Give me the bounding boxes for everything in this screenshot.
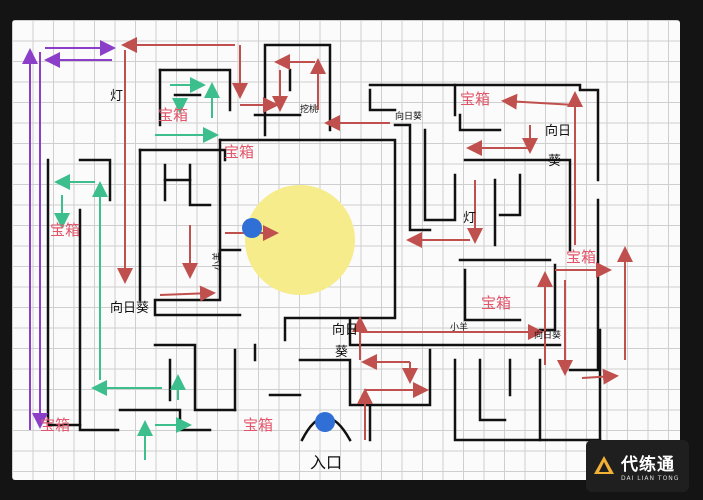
watermark-logo: 代练通 DAI LIAN TONG [586,440,689,492]
chest-label-1: 宝箱 [158,106,188,124]
lamp-label-1: 灯 [110,89,123,104]
chest-label-4: 宝箱 [50,221,80,239]
brand-subtitle: DAI LIAN TONG [621,475,680,482]
lamp-label-2: 灯 [463,211,476,226]
goat-label-right: 小羊 [450,321,468,333]
highlight-circle [245,185,355,295]
sunflower-label-top: 向日葵 [395,110,422,122]
red-arrows [117,37,633,440]
sunflower-label-right-top: 向日 [545,123,571,139]
purple-arrows [22,40,116,430]
green-arrows [54,77,220,460]
goat-label-left: 小羊 [211,252,223,270]
sunflower-label-lower-right: 向日葵 [534,329,561,341]
sunflower-label-center-bottom: 葵 [335,345,348,360]
entrance-label: 入口 [310,453,342,472]
brand-name: 代练通 [621,455,675,475]
chest-label-6: 宝箱 [481,294,511,312]
chest-label-7: 宝箱 [40,416,70,434]
sunflower-label-right-bottom: 葵 [548,154,561,169]
chest-label-3: 宝箱 [460,90,490,108]
sunflower-label-left: 向日葵 [110,300,149,316]
player-marker-entrance [315,412,335,432]
chest-label-8: 宝箱 [243,416,273,434]
sunflower-label-center-top: 向日 [332,322,358,338]
player-marker-start [242,218,262,238]
chest-label-5: 宝箱 [566,248,596,266]
dig-label: 挖桃 [300,103,318,115]
brand-icon [592,454,616,478]
chest-label-2: 宝箱 [224,143,254,161]
